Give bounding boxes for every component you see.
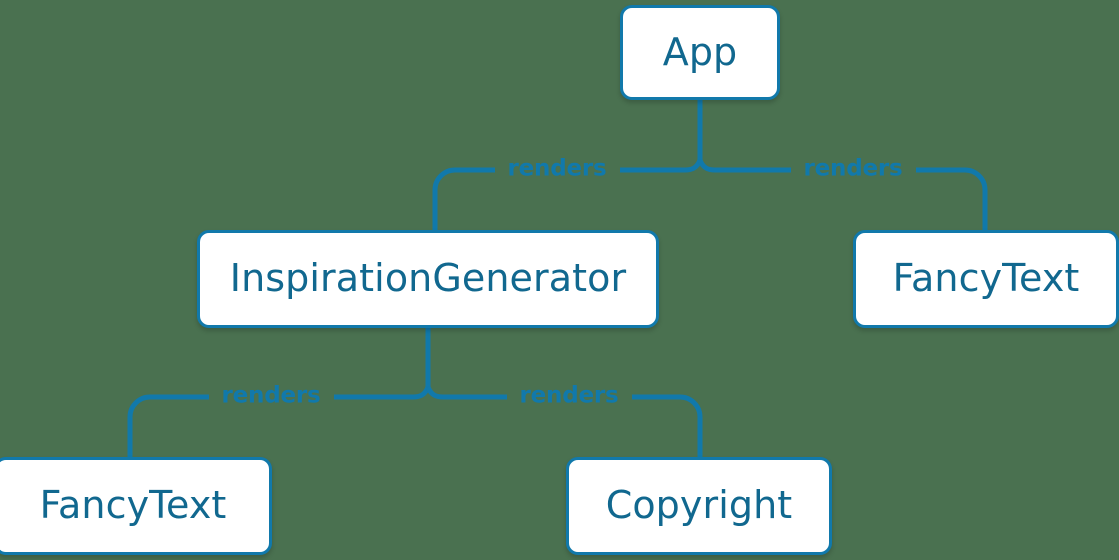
edge-app-to-fancytext-right bbox=[697, 159, 988, 230]
node-copyright-label: Copyright bbox=[605, 483, 793, 527]
label-knockout-3 bbox=[209, 383, 334, 411]
label-knockout-1 bbox=[495, 156, 620, 184]
label-knockout-4 bbox=[507, 383, 632, 411]
label-knockout-2 bbox=[791, 156, 916, 184]
node-fancytext-bottom-label: FancyText bbox=[39, 483, 227, 527]
node-inspiration-generator[interactable]: InspirationGenerator bbox=[197, 230, 659, 328]
edge-label-app-to-fancytext-right: renders bbox=[803, 155, 903, 182]
edge-app-to-inspiration-left-of-label bbox=[432, 159, 703, 230]
edge-inspiration-to-fancytext-bottom bbox=[127, 386, 431, 457]
node-app-label: App bbox=[662, 29, 738, 74]
node-app[interactable]: App bbox=[620, 5, 780, 100]
edge-label-app-to-inspiration-generator: renders bbox=[507, 155, 607, 182]
edge-label-inspiration-generator-to-copyright: renders bbox=[519, 382, 619, 409]
node-inspiration-generator-label: InspirationGenerator bbox=[229, 256, 627, 300]
node-fancytext-bottom[interactable]: FancyText bbox=[0, 457, 272, 555]
node-fancytext-right-label: FancyText bbox=[892, 256, 1080, 300]
edge-label-inspiration-generator-to-fancytext-bottom: renders bbox=[221, 382, 321, 409]
edge-inspiration-to-copyright bbox=[425, 386, 703, 457]
node-copyright[interactable]: Copyright bbox=[566, 457, 832, 555]
node-fancytext-right[interactable]: FancyText bbox=[853, 230, 1119, 328]
